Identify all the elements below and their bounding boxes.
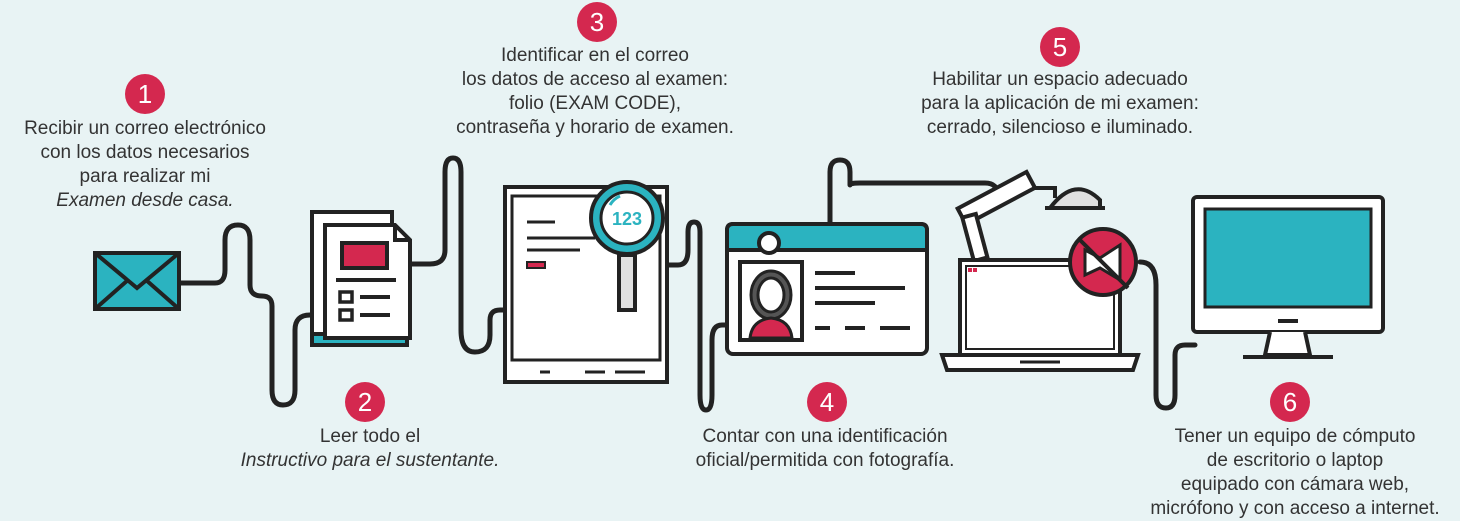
tablet-magnifier-icon <box>503 180 669 384</box>
step-1-text: Recibir un correo electrónico con los da… <box>24 118 266 211</box>
step-4-text: Contar con una identificación oficial/pe… <box>695 426 955 471</box>
magnifier-code-text: 123 <box>612 209 642 229</box>
connecting-wire <box>175 222 333 408</box>
laptop-lamp-no-sound-icon <box>939 169 1141 372</box>
step-5-badge: 5 <box>1040 27 1080 67</box>
connecting-wire <box>665 219 735 413</box>
connecting-wire <box>1137 259 1198 411</box>
connecting-wire <box>402 155 513 355</box>
step-5-text: Habilitar un espacio adecuado para la ap… <box>921 69 1199 138</box>
step-2-text: Leer todo el Instructivo para el sustent… <box>240 426 500 471</box>
step-3-badge: 3 <box>577 2 617 42</box>
desktop-monitor-icon <box>1191 195 1385 359</box>
id-card-icon <box>725 222 929 356</box>
step-6-badge: 6 <box>1270 382 1310 422</box>
step-3-text: Identificar en el correo los datos de ac… <box>456 45 734 138</box>
step-6-text: Tener un equipo de cómputo de escritorio… <box>1150 426 1440 519</box>
connecting-wire <box>827 157 1001 225</box>
document-icon <box>310 210 412 347</box>
envelope-icon <box>93 251 181 311</box>
step-2-badge: 2 <box>345 382 385 422</box>
step-4-badge: 4 <box>807 382 847 422</box>
step-1-badge: 1 <box>125 74 165 114</box>
